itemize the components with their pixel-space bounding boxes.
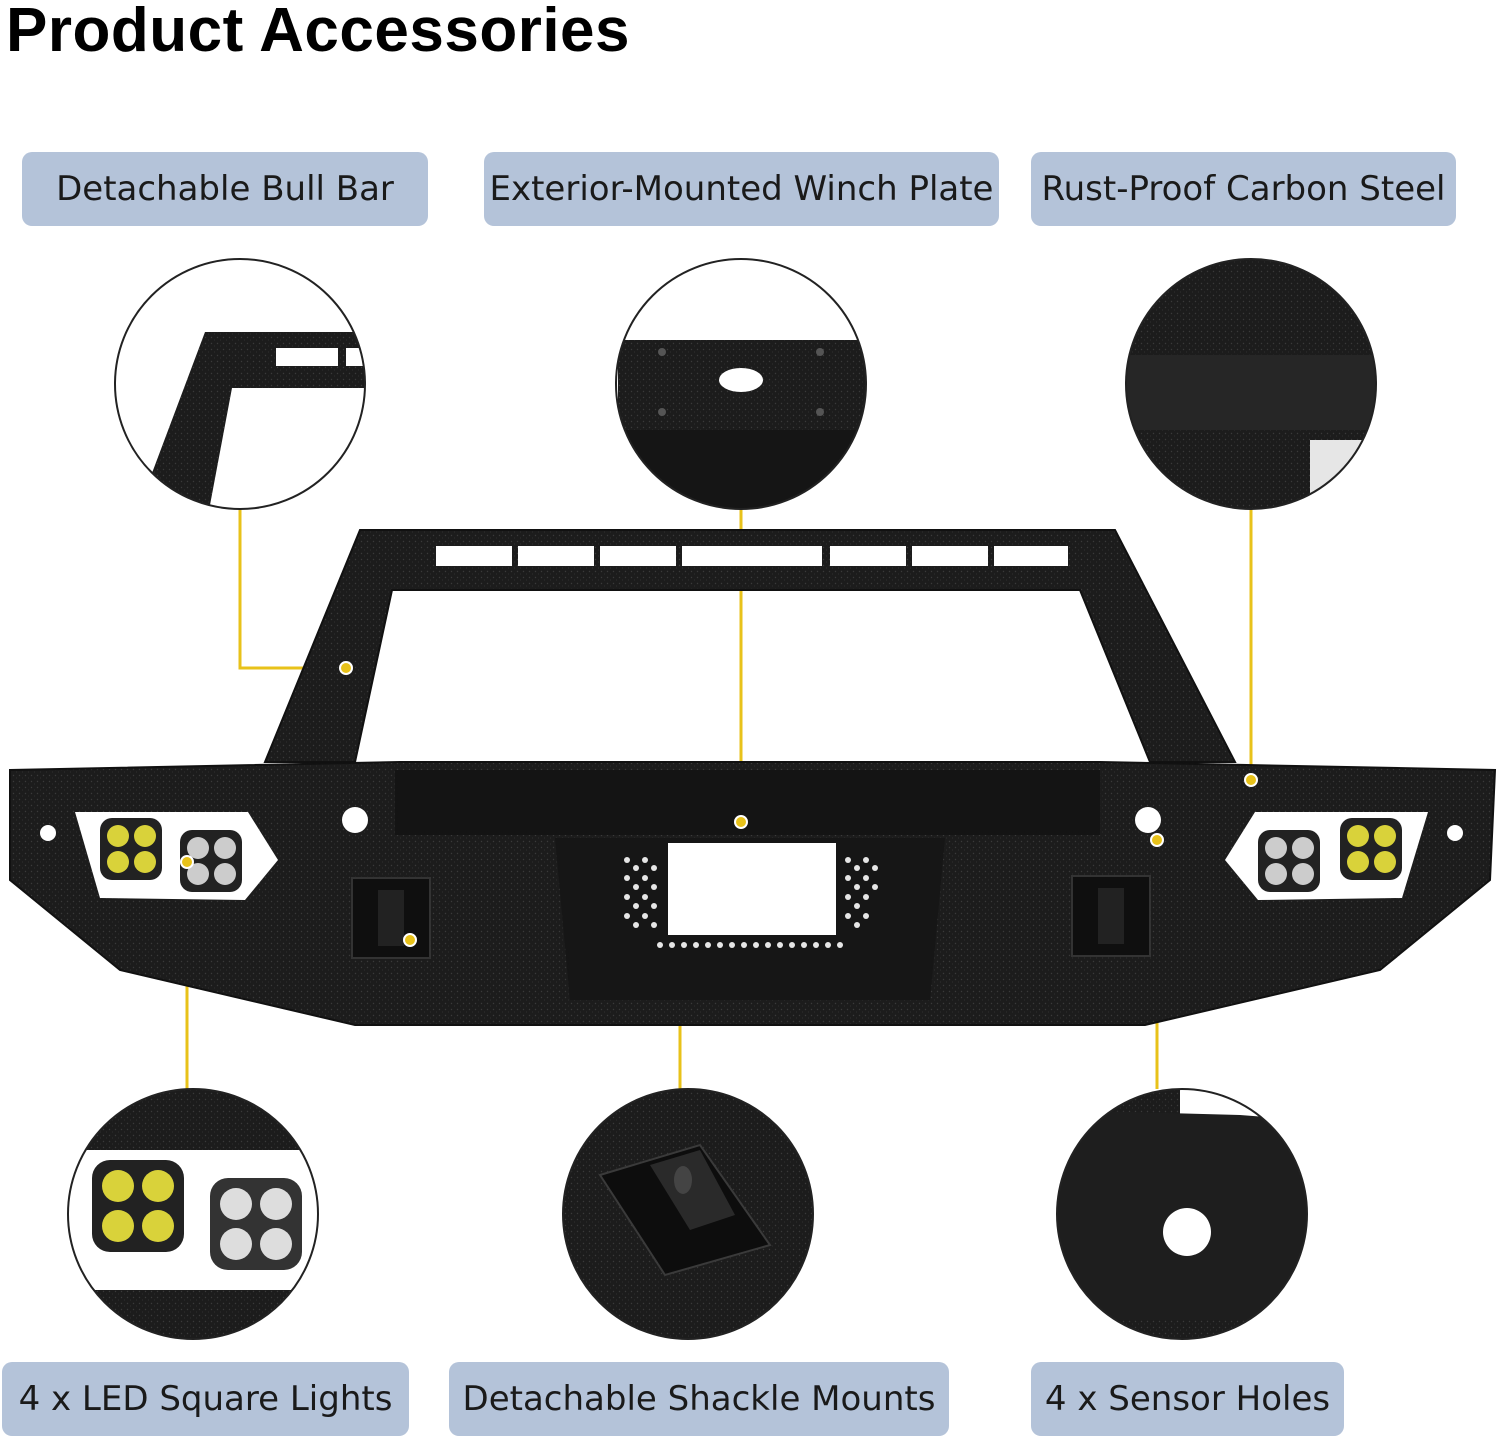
light-pod-right [1225,812,1428,900]
page-title: Product Accessories [6,0,631,65]
bull-bar-slots [436,546,1068,566]
light-pod-left [75,812,278,900]
label-sensor-holes: 4 x Sensor Holes [1031,1362,1344,1436]
label-bull-bar: Detachable Bull Bar [22,152,428,226]
label-shackle-mounts: Detachable Shackle Mounts [449,1362,949,1436]
detail-circle-shackle [562,1088,814,1340]
shackle-mount-right [1071,875,1151,957]
sensor-hole-right [1135,807,1161,833]
callout-dots [180,661,1258,947]
mesh-left [624,857,657,928]
end-hole-right [1447,825,1463,841]
shackle-mount-left [351,877,431,959]
sensor-hole-left [342,807,368,833]
detail-circle-bull-bar [114,258,366,510]
label-winch-plate: Exterior-Mounted Winch Plate [484,152,999,226]
detail-circle-carbon-steel [1125,258,1377,510]
end-hole-left [40,825,56,841]
detail-circle-led [67,1088,319,1340]
bull-bar-hoop [263,529,1237,763]
label-led-lights: 4 x LED Square Lights [2,1362,409,1436]
bumper-body [9,761,1497,1026]
detail-circle-sensor-hole [1056,1088,1308,1340]
mesh-bottom [657,942,843,948]
label-carbon-steel: Rust-Proof Carbon Steel [1031,152,1456,226]
mesh-right [845,857,878,928]
detail-circle-winch-plate [615,258,867,510]
